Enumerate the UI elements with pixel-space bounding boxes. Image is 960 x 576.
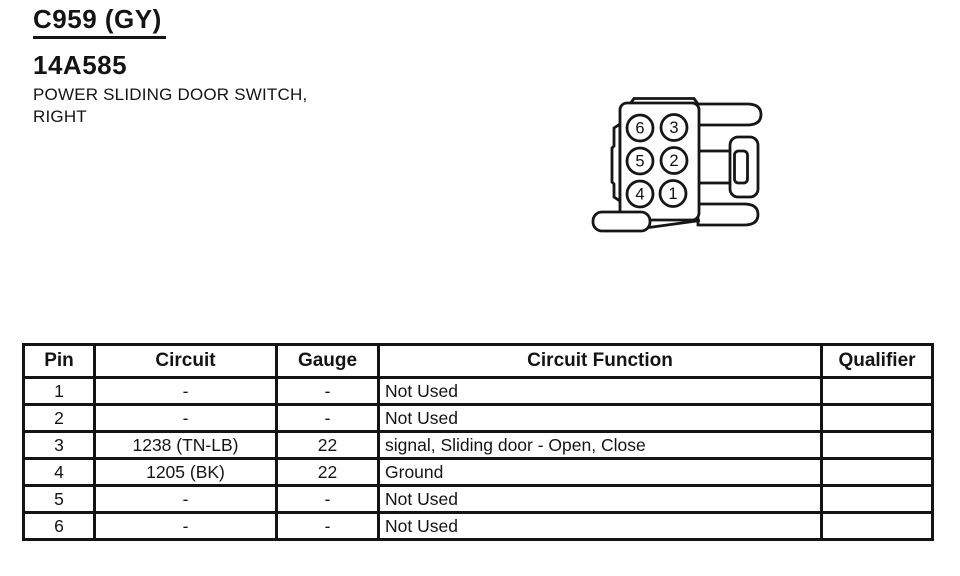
cell-gauge: 22 xyxy=(275,457,380,487)
cell-qualifier xyxy=(820,511,934,541)
pin-circle-6 xyxy=(625,113,655,143)
pin-label: 2 xyxy=(669,152,678,170)
cell-pin: 6 xyxy=(22,511,96,541)
pin-circle-4 xyxy=(625,179,655,209)
cell-qualifier xyxy=(820,403,934,433)
cell-circuit: - xyxy=(93,484,278,514)
cell-pin: 2 xyxy=(22,403,96,433)
table-header-row: Pin Circuit Gauge Circuit Function Quali… xyxy=(22,343,934,379)
cell-function: Not Used xyxy=(377,376,823,406)
cell-function: Not Used xyxy=(377,403,823,433)
cell-pin: 4 xyxy=(22,457,96,487)
cell-pin: 1 xyxy=(22,376,96,406)
cell-gauge: 22 xyxy=(275,430,380,460)
cell-gauge: - xyxy=(275,484,380,514)
cell-circuit: - xyxy=(93,511,278,541)
cell-pin: 3 xyxy=(22,430,96,460)
cell-gauge: - xyxy=(275,403,380,433)
connector-diagram: 6 3 5 2 4 1 xyxy=(591,97,763,233)
latch-detent xyxy=(733,149,749,185)
pin-circle-5 xyxy=(625,146,655,176)
table-row: 6 - - Not Used xyxy=(22,511,934,541)
pin-circle-3 xyxy=(659,113,689,142)
pinout-table: Pin Circuit Gauge Circuit Function Quali… xyxy=(22,343,934,541)
cell-circuit: 1205 (BK) xyxy=(93,457,278,487)
pin-label: 4 xyxy=(635,186,644,204)
part-number: 14A585 xyxy=(33,50,128,80)
cell-gauge: - xyxy=(275,511,380,541)
component-description: POWER SLIDING DOOR SWITCH, RIGHT xyxy=(33,84,307,128)
table-row: 3 1238 (TN-LB) 22 signal, Sliding door -… xyxy=(22,430,934,460)
mounting-foot xyxy=(591,210,652,233)
column-header-qualifier: Qualifier xyxy=(820,343,934,379)
pin-circle-1 xyxy=(658,179,688,208)
cell-circuit: - xyxy=(93,376,278,406)
cell-qualifier xyxy=(820,376,934,406)
cell-qualifier xyxy=(820,430,934,460)
cell-function: signal, Sliding door - Open, Close xyxy=(377,430,823,460)
pin-circle-2 xyxy=(659,146,689,175)
column-header-gauge: Gauge xyxy=(275,343,380,379)
description-line-2: RIGHT xyxy=(33,107,87,126)
cell-circuit: 1238 (TN-LB) xyxy=(93,430,278,460)
column-header-function: Circuit Function xyxy=(377,343,823,379)
table-row: 1 - - Not Used xyxy=(22,376,934,406)
table-row: 2 - - Not Used xyxy=(22,403,934,433)
mounting-tab-top xyxy=(696,102,763,127)
mounting-tab-bottom xyxy=(696,202,760,227)
cell-pin: 5 xyxy=(22,484,96,514)
description-line-1: POWER SLIDING DOOR SWITCH, xyxy=(33,85,308,104)
table-row: 4 1205 (BK) 22 Ground xyxy=(22,457,934,487)
cell-function: Ground xyxy=(377,457,823,487)
cell-qualifier xyxy=(820,457,934,487)
connector-id-title: C959 (GY) xyxy=(33,4,166,39)
table-row: 5 - - Not Used xyxy=(22,484,934,514)
column-header-pin: Pin xyxy=(22,343,96,379)
cell-gauge: - xyxy=(275,376,380,406)
connector-side-face xyxy=(610,121,622,204)
cell-function: Not Used xyxy=(377,511,823,541)
column-header-circuit: Circuit xyxy=(93,343,278,379)
cell-function: Not Used xyxy=(377,484,823,514)
pin-label: 3 xyxy=(669,119,678,137)
pin-label: 6 xyxy=(635,120,644,138)
cell-qualifier xyxy=(820,484,934,514)
cell-circuit: - xyxy=(93,403,278,433)
pin-cavities: 6 3 5 2 4 1 xyxy=(625,113,689,209)
pin-label: 1 xyxy=(668,185,677,203)
pin-label: 5 xyxy=(635,153,644,171)
